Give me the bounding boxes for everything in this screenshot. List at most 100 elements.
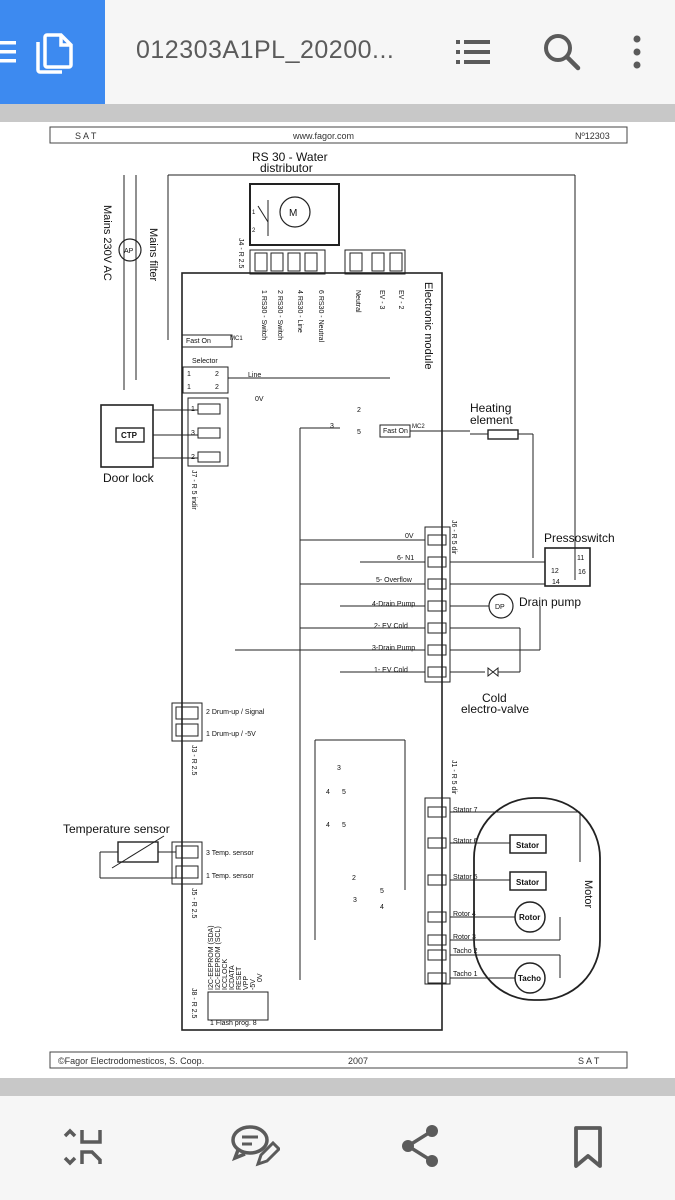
- svg-text:Tacho 1: Tacho 1: [453, 971, 478, 978]
- cold-label-2: electro-valve: [461, 702, 529, 716]
- comment-icon[interactable]: [228, 1120, 280, 1172]
- menu-button[interactable]: [0, 0, 105, 104]
- svg-text:Line: Line: [248, 372, 261, 379]
- svg-text:14: 14: [552, 579, 560, 586]
- j6-pins-pin: [427, 556, 447, 568]
- svg-text:EV - 3: EV - 3: [378, 290, 385, 310]
- svg-text:DP: DP: [495, 604, 505, 611]
- temp-sensor-label: Temperature sensor: [63, 822, 170, 836]
- compress-icon[interactable]: [60, 1122, 110, 1172]
- svg-text:3 Temp. sensor: 3 Temp. sensor: [206, 850, 254, 857]
- j6-pins-pin: [427, 644, 447, 656]
- svg-text:4: 4: [326, 789, 330, 796]
- j6-pins-pin: [427, 600, 447, 612]
- svg-text:12: 12: [551, 568, 559, 575]
- svg-text:I2C-EEPROM (SCL): I2C-EEPROM (SCL): [215, 926, 222, 990]
- rs30-motor-label: M: [289, 208, 297, 219]
- svg-text:0V: 0V: [257, 973, 264, 982]
- ap-label: AP: [124, 248, 134, 255]
- documents-icon: [36, 33, 73, 74]
- svg-text:6 RS30 - Neutral: 6 RS30 - Neutral: [317, 290, 324, 343]
- j1-pins-pin: [427, 934, 447, 946]
- svg-text:4 RS30 - Line: 4 RS30 - Line: [296, 290, 303, 333]
- svg-text:1: 1: [187, 371, 191, 378]
- electronic-module-label: Electronic module: [422, 282, 434, 369]
- more-vertical-icon[interactable]: [615, 30, 659, 74]
- svg-text:J6 - R 5 dir: J6 - R 5 dir: [450, 520, 457, 555]
- svg-text:1: 1: [252, 210, 256, 216]
- footer-year: 2007: [348, 1056, 368, 1066]
- cold-label-1: Cold: [482, 691, 507, 705]
- svg-text:I2C-EEPROM (SDA): I2C-EEPROM (SDA): [208, 925, 215, 990]
- svg-text:2: 2: [252, 228, 256, 234]
- svg-text:Tacho 2: Tacho 2: [453, 948, 478, 955]
- j4-label: J4 - R 2.5: [237, 238, 244, 268]
- svg-text:4: 4: [380, 904, 384, 911]
- svg-text:2 RS30 - Switch: 2 RS30 - Switch: [276, 290, 283, 340]
- svg-text:Tacho: Tacho: [518, 974, 541, 983]
- svg-text:ICDATA: ICDATA: [229, 965, 236, 990]
- page-separator-bottom: [0, 1078, 675, 1096]
- svg-text:1: 1: [187, 384, 191, 391]
- svg-text:Fast On: Fast On: [383, 428, 408, 435]
- heating-label-2: element: [470, 413, 513, 427]
- svg-text:1 Flash prog. 8: 1 Flash prog. 8: [210, 1020, 257, 1027]
- svg-text:Rotor 4: Rotor 4: [453, 911, 476, 918]
- search-icon[interactable]: [540, 30, 584, 74]
- wiring-schematic: S A T www.fagor.com Nº12303 ©Fagor Elect…: [49, 126, 628, 1069]
- svg-text:Stator: Stator: [516, 841, 539, 850]
- door-lock-label: Door lock: [103, 471, 155, 485]
- svg-text:J8 - R 2.5: J8 - R 2.5: [190, 988, 197, 1018]
- menu-icon: [0, 41, 16, 63]
- svg-text:Stator 7: Stator 7: [453, 807, 478, 814]
- svg-text:3-Drain Pump: 3-Drain Pump: [372, 645, 415, 652]
- svg-text:Neutral: Neutral: [354, 290, 361, 313]
- svg-text:1- EV Cold: 1- EV Cold: [374, 667, 408, 674]
- drain-pump-label: Drain pump: [519, 595, 581, 609]
- svg-text:ICCLOCK: ICCLOCK: [222, 959, 229, 990]
- header-sat: S A T: [75, 131, 97, 141]
- svg-text:J3 - R 2.5: J3 - R 2.5: [190, 745, 197, 775]
- j1-pins-pin: [427, 949, 447, 961]
- document-page[interactable]: S A T www.fagor.com Nº12303 ©Fagor Elect…: [0, 122, 675, 1078]
- svg-text:5: 5: [342, 822, 346, 829]
- svg-text:4-Drain Pump: 4-Drain Pump: [372, 601, 415, 608]
- svg-text:11: 11: [577, 555, 584, 562]
- svg-text:Stator: Stator: [516, 878, 539, 887]
- svg-text:5: 5: [380, 888, 384, 895]
- j6-pins-pin: [427, 578, 447, 590]
- svg-text:Stator 6: Stator 6: [453, 838, 478, 845]
- j6-pins-pin: [427, 622, 447, 634]
- svg-text:0V: 0V: [255, 396, 264, 403]
- bottom-toolbar: [0, 1096, 675, 1200]
- svg-text:CTP: CTP: [121, 431, 138, 440]
- motor-label: Motor: [582, 880, 594, 908]
- svg-text:4: 4: [326, 822, 330, 829]
- svg-text:Rotor: Rotor: [519, 913, 540, 922]
- svg-text:0V: 0V: [405, 533, 414, 540]
- j6-pins-pin: [427, 666, 447, 678]
- svg-text:3: 3: [330, 423, 334, 430]
- rs30-title: RS 30 - Water: [252, 150, 328, 164]
- share-icon[interactable]: [398, 1122, 442, 1170]
- mains-filter-label: Mains filter: [147, 228, 159, 282]
- j6-pins-pin: [427, 534, 447, 546]
- top-app-bar: 012303A1PL_20200...: [0, 0, 675, 104]
- j1-pins-pin: [427, 837, 447, 849]
- svg-text:Fast On: Fast On: [186, 338, 211, 345]
- svg-text:2: 2: [215, 371, 219, 378]
- svg-text:3: 3: [191, 430, 195, 437]
- svg-text:EV - 2: EV - 2: [397, 290, 404, 310]
- svg-text:1 RS30 - Switch: 1 RS30 - Switch: [260, 290, 267, 340]
- j1-pins-pin: [427, 806, 447, 818]
- svg-text:J1 - R 5 dir: J1 - R 5 dir: [450, 760, 457, 795]
- header-number: Nº12303: [575, 131, 610, 141]
- bookmark-icon[interactable]: [572, 1124, 606, 1170]
- pressoswitch-label: Pressoswitch: [544, 531, 615, 545]
- list-icon[interactable]: [452, 30, 496, 74]
- document-title: 012303A1PL_20200...: [136, 36, 395, 64]
- svg-text:5: 5: [342, 789, 346, 796]
- svg-text:J7 - R 5 indir: J7 - R 5 indir: [190, 470, 197, 510]
- heating-label-1: Heating: [470, 401, 511, 415]
- svg-text:J5 - R 2.5: J5 - R 2.5: [190, 888, 197, 918]
